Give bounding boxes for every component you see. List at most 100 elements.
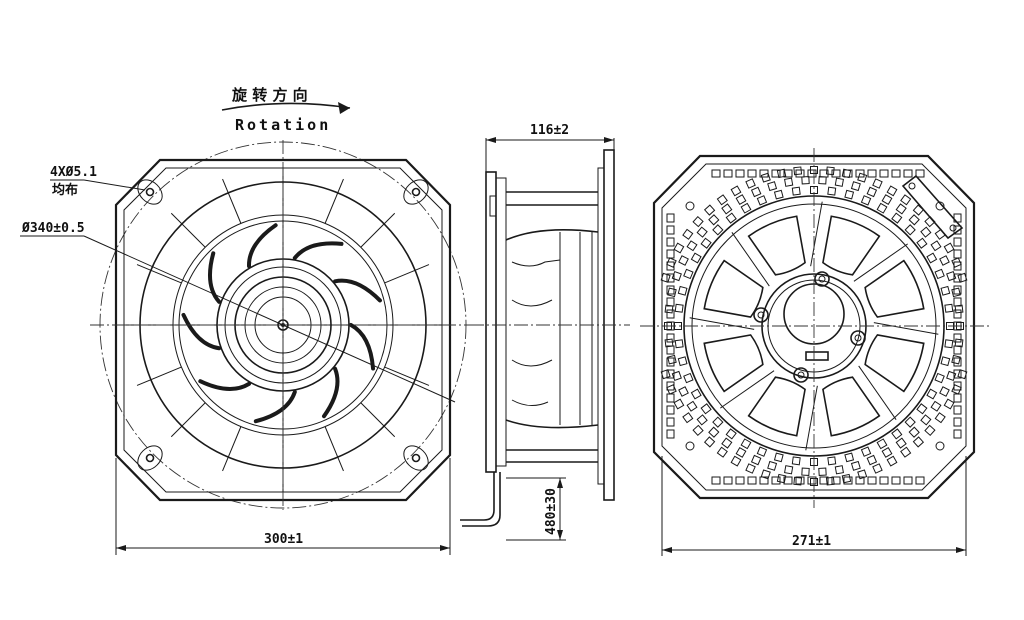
- grille-cell: [750, 186, 762, 198]
- front-spoke: [222, 178, 242, 224]
- grille-cell: [767, 460, 778, 471]
- grille-cell: [678, 386, 689, 397]
- grille-cell: [801, 467, 810, 476]
- grille-cell: [953, 237, 962, 247]
- grille-cell: [666, 261, 675, 271]
- grille-cell: [783, 476, 793, 485]
- grille-cell: [953, 417, 962, 427]
- grille-cell: [872, 178, 883, 189]
- grille-cell: [667, 287, 677, 298]
- rear-width-dim: 271±1: [792, 534, 831, 549]
- grille-cell: [900, 194, 912, 206]
- grille-cell: [895, 437, 907, 449]
- grille-cell: [666, 213, 675, 223]
- grille-cell: [951, 257, 962, 268]
- grille-cell: [841, 473, 852, 484]
- grille-cell: [660, 272, 671, 283]
- rotation-label-en: Rotation: [235, 116, 331, 134]
- diameter-leader: [83, 235, 456, 403]
- front-spoke: [360, 212, 396, 248]
- side-depth-dim: 116±2: [530, 123, 569, 138]
- grille-cell: [667, 354, 677, 365]
- grille-cell: [891, 212, 903, 224]
- rear-window: [853, 243, 925, 318]
- grille-cell: [673, 242, 685, 254]
- grille-cell: [934, 372, 945, 384]
- grille-cell: [756, 195, 768, 206]
- impeller-blade: [333, 278, 382, 303]
- grille-cell: [957, 272, 968, 283]
- grille-cell: [784, 177, 794, 187]
- grille-cell: [904, 416, 916, 428]
- grille-cell: [895, 203, 907, 215]
- grille-cell: [740, 202, 752, 214]
- grille-cell: [825, 476, 835, 486]
- grille-cell: [666, 249, 675, 259]
- grille-cell: [912, 436, 925, 448]
- grille-cell: [827, 186, 837, 196]
- grille-cell: [759, 476, 769, 485]
- grille-cell: [666, 309, 675, 319]
- rear-window: [731, 215, 806, 287]
- grille-cell: [866, 186, 878, 198]
- side-left-flange: [485, 171, 497, 473]
- grille-cell: [926, 252, 938, 264]
- grille-cell: [943, 398, 955, 410]
- grille-cell: [951, 354, 961, 365]
- rear-window: [703, 334, 775, 409]
- grille-cell: [908, 214, 920, 226]
- grille-cell: [773, 189, 784, 200]
- grille-cell: [666, 333, 675, 343]
- grille-cell: [666, 345, 675, 355]
- grille-cell: [934, 268, 945, 280]
- grille-cell: [696, 414, 708, 426]
- grille-cell: [666, 393, 675, 403]
- rear-view: 271±1: [640, 148, 990, 556]
- front-housing-outline: [114, 158, 452, 502]
- hole-leader: [83, 179, 146, 191]
- grille-cell: [953, 249, 962, 259]
- grille-cell: [767, 181, 778, 192]
- grille-cell: [867, 476, 877, 485]
- rear-connector: [805, 351, 829, 361]
- grille-cell: [891, 428, 903, 440]
- grille-cell: [712, 416, 724, 428]
- grille-cell: [926, 388, 938, 400]
- grille-cell: [760, 172, 771, 183]
- front-housing-inner-outline: [123, 167, 443, 493]
- grille-cell: [730, 185, 742, 197]
- side-view: 116±2 480±30: [460, 123, 630, 541]
- front-spoke: [324, 426, 344, 472]
- front-width-dim: 300±1: [264, 532, 303, 547]
- grille-cell: [855, 476, 865, 485]
- grille-cell: [666, 357, 675, 367]
- grille-cell: [818, 176, 827, 185]
- grille-cell: [819, 476, 829, 485]
- impeller-blade: [198, 379, 251, 391]
- grille-cell: [903, 169, 913, 178]
- side-impeller-top: [505, 228, 599, 241]
- grille-cell: [735, 194, 747, 206]
- grille-cell: [696, 226, 708, 238]
- front-impeller-blades: [181, 223, 382, 424]
- grille-cell: [904, 224, 916, 236]
- grille-cell: [784, 465, 794, 475]
- rear-window: [747, 376, 818, 451]
- grille-cell: [711, 169, 721, 178]
- rotation-arrow: [221, 102, 351, 111]
- grille-cell: [690, 252, 702, 264]
- grille-cell: [915, 169, 925, 178]
- grille-cell: [735, 169, 745, 178]
- grille-cell: [692, 424, 704, 437]
- grille-cell: [930, 400, 942, 412]
- grille-cell: [953, 429, 962, 439]
- grille-cell: [807, 169, 817, 178]
- rear-window: [864, 322, 939, 393]
- grille-cell: [939, 386, 950, 397]
- grille-cell: [843, 169, 853, 178]
- grille-cell: [723, 476, 733, 485]
- grille-cell: [953, 285, 962, 295]
- front-spoke: [170, 212, 206, 248]
- grille-cell: [881, 446, 893, 458]
- grille-cell: [683, 372, 694, 384]
